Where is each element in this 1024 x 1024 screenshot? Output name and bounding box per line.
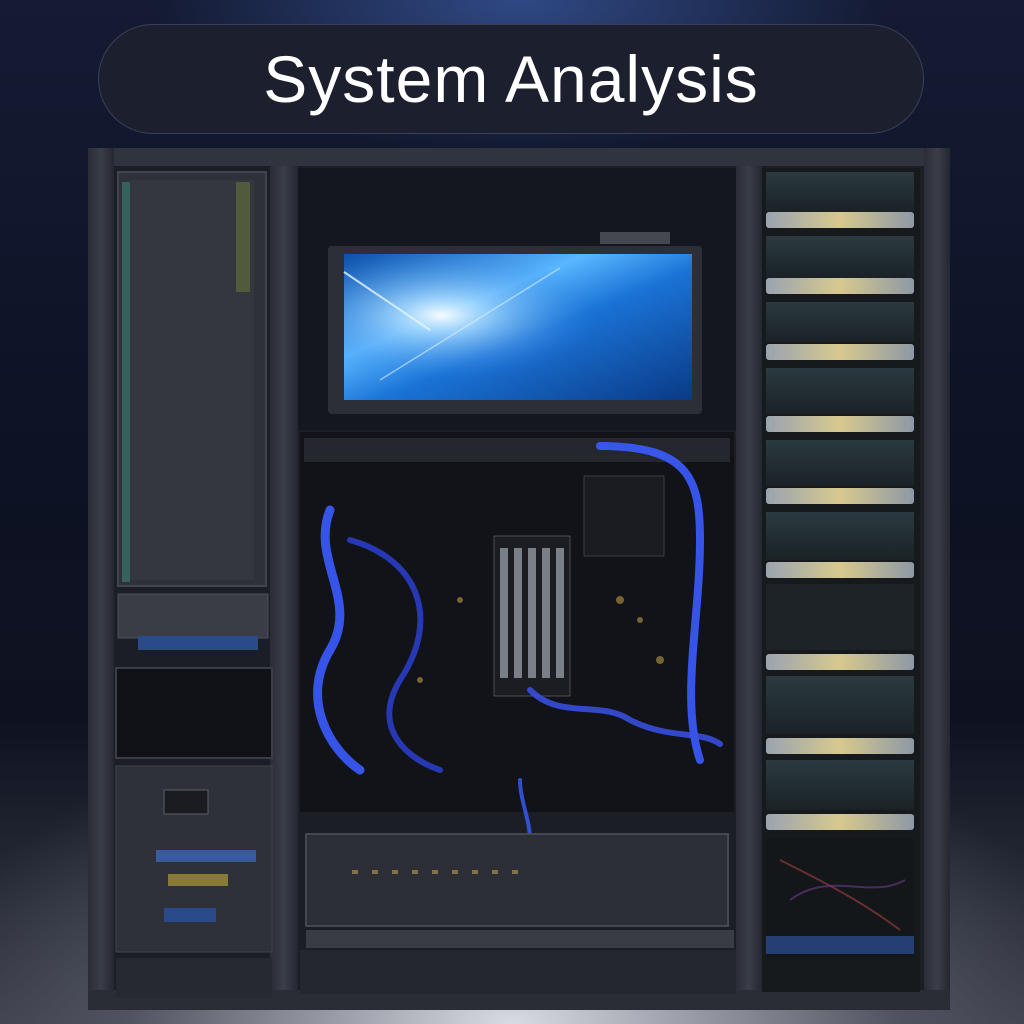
left-server-panel (115, 171, 273, 998)
motherboard-icon (300, 432, 734, 812)
cable-icon (313, 442, 723, 842)
base-chassis (300, 833, 736, 994)
page-title: System Analysis (263, 42, 759, 116)
drive-bay-icon (762, 168, 920, 992)
monitor-icon (298, 168, 736, 430)
title-banner: System Analysis (98, 24, 924, 134)
